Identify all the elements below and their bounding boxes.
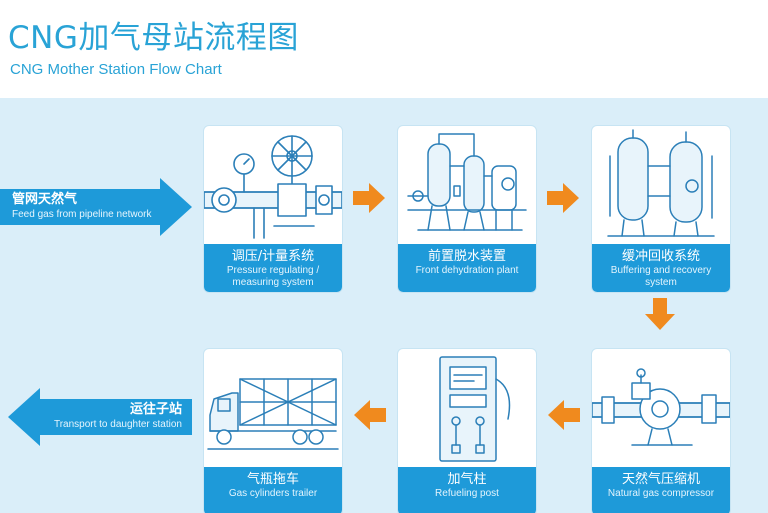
refueling-post-icon <box>398 349 536 467</box>
inlet-label-en: Feed gas from pipeline network <box>12 209 152 220</box>
step-compressor: 天然气压缩机 Natural gas compressor <box>591 348 731 513</box>
step-band: 气瓶拖车 Gas cylinders trailer <box>204 467 342 513</box>
left-arrow-icon <box>354 400 386 430</box>
step-label: 调压/计量系统 <box>231 249 315 264</box>
step-label-en: Pressure regulating / measuring system <box>226 265 320 288</box>
flow-arrow-left <box>548 400 580 430</box>
down-arrow-icon <box>645 298 675 330</box>
step-label-en: Natural gas compressor <box>607 488 715 499</box>
step-buffering-recovery: 缓冲回收系统 Buffering and recovery system <box>591 125 731 293</box>
step-label: 前置脱水装置 <box>427 249 506 264</box>
step-label-en: Buffering and recovery system <box>610 265 712 288</box>
left-arrow-icon <box>548 400 580 430</box>
flow-arrow-left <box>354 400 386 430</box>
step-label: 加气柱 <box>447 472 487 487</box>
step-label-en: Refueling post <box>435 488 499 499</box>
flow-arrow-down <box>645 298 675 330</box>
step-band: 调压/计量系统 Pressure regulating / measuring … <box>204 244 342 292</box>
flow-diagram: 管网天然气 Feed gas from pipeline network 运往子… <box>0 98 768 513</box>
left-arrow-icon <box>8 388 192 446</box>
step-cylinder-trailer: 气瓶拖车 Gas cylinders trailer <box>203 348 343 513</box>
outlet-label-en: Transport to daughter station <box>53 419 182 430</box>
page-subtitle: CNG Mother Station Flow Chart <box>10 61 222 78</box>
step-pressure-regulating: 调压/计量系统 Pressure regulating / measuring … <box>203 125 343 293</box>
step-refueling-post: 加气柱 Refueling post <box>397 348 537 513</box>
flow-arrow-right <box>547 183 579 213</box>
step-band: 缓冲回收系统 Buffering and recovery system <box>592 244 730 292</box>
page-header: CNG加气母站流程图 CNG Mother Station Flow Chart <box>0 0 768 98</box>
buffer-tank-icon <box>592 126 730 244</box>
step-label: 天然气压缩机 <box>621 472 700 487</box>
page-title: CNG加气母站流程图 <box>8 20 299 56</box>
pressure-regulator-icon <box>204 126 342 244</box>
flow-arrow-right <box>353 183 385 213</box>
outlet-arrow: 运往子站 Transport to daughter station <box>8 388 192 446</box>
compressor-icon <box>592 349 730 467</box>
step-dehydration: 前置脱水装置 Front dehydration plant <box>397 125 537 293</box>
step-label: 气瓶拖车 <box>246 472 299 487</box>
inlet-label: 管网天然气 <box>12 192 78 207</box>
right-arrow-icon <box>547 183 579 213</box>
inlet-arrow: 管网天然气 Feed gas from pipeline network <box>0 178 192 236</box>
step-label: 缓冲回收系统 <box>621 249 700 264</box>
outlet-label: 运往子站 <box>129 402 182 417</box>
step-band: 天然气压缩机 Natural gas compressor <box>592 467 730 513</box>
dehydration-plant-icon <box>398 126 536 244</box>
right-arrow-icon <box>0 178 192 236</box>
step-band: 加气柱 Refueling post <box>398 467 536 513</box>
tube-trailer-icon <box>204 349 342 467</box>
step-label-en: Gas cylinders trailer <box>228 488 318 499</box>
step-label-en: Front dehydration plant <box>415 265 519 276</box>
right-arrow-icon <box>353 183 385 213</box>
step-band: 前置脱水装置 Front dehydration plant <box>398 244 536 292</box>
